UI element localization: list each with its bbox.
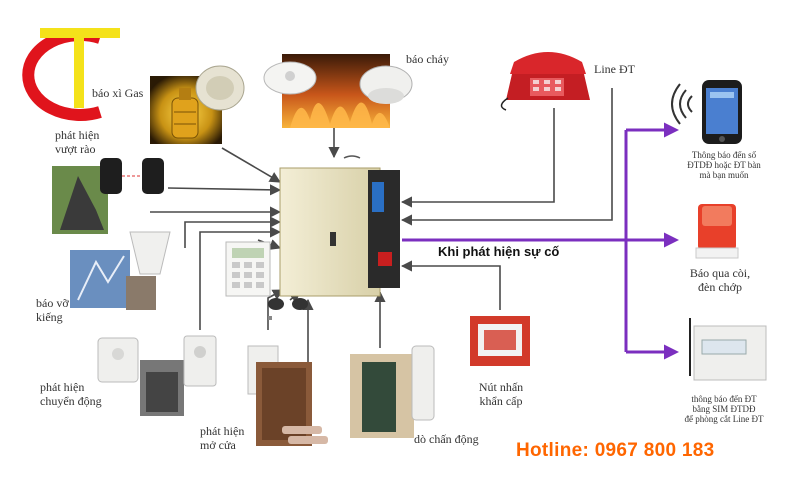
label-glass: báo vỡ kiếng <box>36 296 69 324</box>
smoke-detector-icon <box>263 61 413 104</box>
label-vibration: dò chấn động <box>414 432 479 446</box>
label-door-line2: mở cửa <box>200 438 236 452</box>
label-motion-line1: phát hiện <box>40 380 85 394</box>
arrow-motion <box>199 226 282 330</box>
arrow-panic <box>400 260 501 310</box>
label-fire: báo cháy <box>406 52 449 66</box>
label-mobile: Thông báo đến số ĐTDĐ hoặc ĐT bàn mà bạn… <box>668 150 780 180</box>
label-door-line1: phát hiện <box>200 424 245 438</box>
label-gas: báo xì Gas <box>92 86 144 100</box>
input-arrows <box>150 88 613 410</box>
label-panic-line2: khẩn cấp <box>479 394 523 408</box>
arrow-gas <box>221 147 281 183</box>
label-line: Line ĐT <box>594 62 635 76</box>
keypad-icon <box>225 241 271 297</box>
arrow-phone-line-2 <box>400 88 613 226</box>
label-siren-line2: đèn chớp <box>698 280 742 294</box>
alarm-panel-icon <box>279 155 400 297</box>
sim-dialer-icon <box>689 318 767 381</box>
label-sim-line2: bằng SIM ĐTDĐ <box>692 404 756 414</box>
pir-sensor-icon <box>97 335 217 416</box>
label-fence-line2: vượt rào <box>55 142 96 156</box>
mobile-phone-icon <box>702 80 742 144</box>
glass-break-sensor-icon <box>70 231 171 310</box>
desk-phone-icon <box>500 52 590 111</box>
arrow-fence <box>167 184 282 196</box>
label-mobile-line3: mà bạn muốn <box>699 170 749 180</box>
arrow-phone-line <box>400 108 555 208</box>
label-panic: Nút nhấn khẩn cấp <box>468 380 534 408</box>
signal-waves-icon <box>671 83 693 125</box>
label-sim: thông báo đến ĐT bằng SIM ĐTDĐ để phòng … <box>662 394 786 424</box>
beam-sensor-icon <box>52 158 164 234</box>
label-glass-line2: kiếng <box>36 310 63 324</box>
label-fence: phát hiện vượt rào <box>55 128 99 156</box>
label-mobile-line2: ĐTDĐ hoặc ĐT bàn <box>687 160 761 170</box>
label-mobile-line1: Thông báo đến số <box>691 150 757 160</box>
label-motion: phát hiện chuyển động <box>40 380 102 408</box>
label-event: Khi phát hiện sự cố <box>438 244 560 259</box>
arrow-glass <box>184 216 282 248</box>
output-arrows <box>402 122 679 360</box>
remote-keyfob-icon <box>268 298 308 320</box>
tc-logo <box>22 28 120 121</box>
label-glass-line1: báo vỡ <box>36 296 69 310</box>
label-siren-line1: Báo qua còi, <box>689 266 751 280</box>
label-sim-line3: để phòng cắt Line ĐT <box>684 414 764 424</box>
door-contact-icon <box>247 345 328 446</box>
hotline-text: Hotline: 0967 800 183 <box>516 440 715 461</box>
gas-sensor-icon <box>195 65 245 111</box>
vibration-sensor-icon <box>350 345 435 438</box>
label-panic-line1: Nút nhấn <box>478 380 524 394</box>
siren-icon <box>695 204 739 259</box>
panic-button-icon <box>470 316 530 366</box>
label-door: phát hiện mở cửa <box>200 424 244 452</box>
label-siren: Báo qua còi, đèn chớp <box>668 266 772 294</box>
label-fence-line1: phát hiện <box>55 128 100 142</box>
label-sim-line1: thông báo đến ĐT <box>691 394 757 404</box>
label-motion-line2: chuyển động <box>40 394 102 408</box>
